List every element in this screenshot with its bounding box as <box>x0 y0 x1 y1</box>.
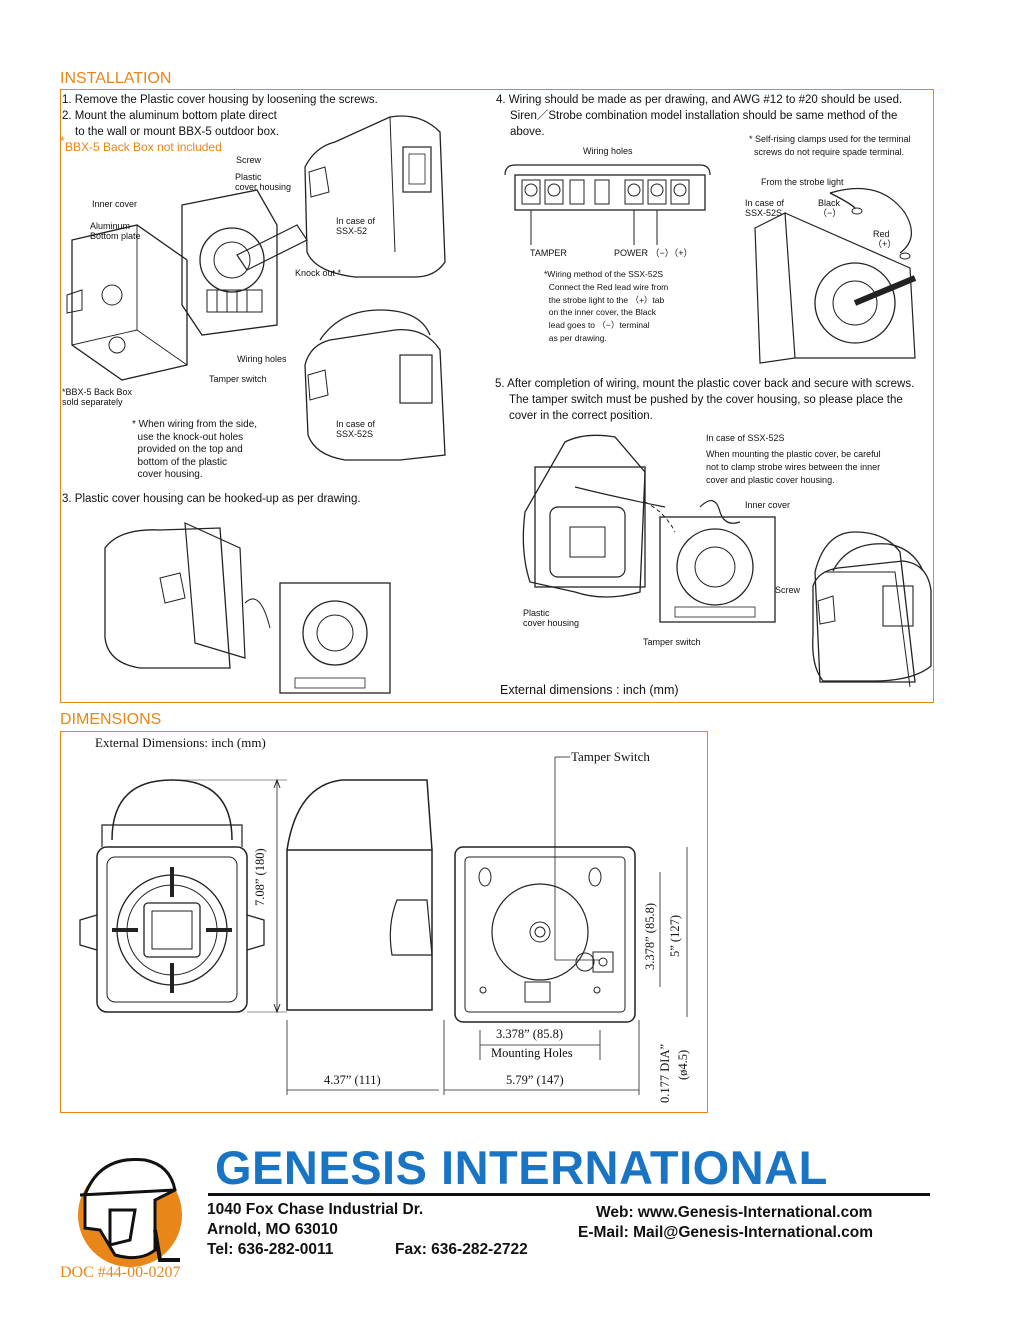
dimensions-header: External Dimensions: inch (mm) <box>95 735 266 750</box>
step5-mount-drawing <box>522 434 916 688</box>
step-4a: 4. Wiring should be made as per drawing,… <box>496 94 903 106</box>
step-5a: 5. After completion of wiring, mount the… <box>495 378 915 390</box>
terminal-wiring-holes: Wiring holes <box>583 146 633 156</box>
label-wiring-holes: Wiring holes <box>237 354 287 364</box>
back-view-drawing <box>454 846 636 1023</box>
installation-box <box>60 89 934 703</box>
dimensions-box <box>60 731 708 1113</box>
company-name: GENESIS INTERNATIONAL <box>215 1141 828 1194</box>
terminal-block-drawing <box>504 164 711 245</box>
step5-housing-drawing <box>812 543 932 682</box>
self-rising-note: * Self-rising clamps used for the termin… <box>749 134 911 157</box>
email-link[interactable]: E-Mail: Mail@Genesis-International.com <box>578 1224 874 1241</box>
label-bbx5-sold: *BBX-5 Back Box sold separately <box>62 387 133 407</box>
step5-tamper-switch: Tamper switch <box>643 637 701 647</box>
step5-in-case: In case of SSX-52S <box>706 433 785 443</box>
address-line-2: Arnold, MO 63010 <box>207 1221 338 1238</box>
step-5b: The tamper switch must be pushed by the … <box>509 394 903 406</box>
label-inner-cover: Inner cover <box>92 199 138 209</box>
dim-height: 7.08” (180) <box>253 848 267 906</box>
bbx-note-mark: * <box>60 134 65 148</box>
step-4b: Siren／Strobe combination model installat… <box>510 110 898 122</box>
external-dimensions-note: External dimensions : inch (mm) <box>500 683 679 697</box>
terminal-tamper: TAMPER <box>530 248 567 258</box>
dim-five: 5” (127) <box>668 915 682 957</box>
cover-housing-drawing-1 <box>304 115 446 278</box>
side-wiring-note: * When wiring from the side, use the kno… <box>132 419 258 480</box>
step-1: 1. Remove the Plastic cover housing by l… <box>62 94 378 106</box>
dim-depth: 4.37” (111) <box>324 1073 381 1087</box>
dim-hole-v: 3.378” (85.8) <box>643 903 657 970</box>
step5-inner-cover: Inner cover <box>745 500 791 510</box>
step-3: 3. Plastic cover housing can be hooked-u… <box>62 493 361 505</box>
strobe-in-case: In case of SSX-52S <box>745 198 785 218</box>
bottom-dim-lines <box>286 1020 640 1095</box>
step-2a: 2. Mount the aluminum bottom plate direc… <box>62 110 277 122</box>
dim-hole-h: 3.378” (85.8) <box>496 1027 563 1041</box>
from-strobe-light: From the strobe light <box>761 177 844 187</box>
strobe-wiring-drawing <box>754 187 917 364</box>
aluminum-plate-drawing <box>66 189 308 381</box>
wiring-method-note: *Wiring method of the SSX-52S Connect th… <box>544 269 669 343</box>
strobe-red: Red （+） <box>873 229 897 249</box>
label-ssx52s: In case of SSX-52S <box>336 419 376 439</box>
step5-screw: Screw <box>775 585 801 595</box>
genesis-logo <box>78 1157 182 1267</box>
installation-title: INSTALLATION <box>60 70 172 87</box>
dimensions-title: DIMENSIONS <box>60 711 162 728</box>
terminal-power: POWER （−）（+） <box>614 248 693 258</box>
tamper-leader <box>554 756 600 961</box>
label-knock-out: Knock out * <box>295 268 342 278</box>
label-screw: Screw <box>236 155 262 165</box>
dim-width: 5.79” (147) <box>506 1073 564 1087</box>
cover-housing-drawing-2 <box>304 309 446 461</box>
bbx-note: BBX-5 Back Box not included <box>65 140 222 154</box>
dim-mounting-holes: Mounting Holes <box>491 1046 573 1060</box>
dim-dia-mm: (ø4.5) <box>676 1049 690 1080</box>
dim-dia: 0.177 DIA” <box>658 1043 672 1103</box>
company-underline <box>208 1193 930 1196</box>
doc-number: DOC #44-00-0207 <box>60 1264 181 1281</box>
strobe-black: Black （−） <box>818 198 842 218</box>
label-ssx52: In case of SSX-52 <box>336 216 376 236</box>
label-plastic-cover-housing: Plastic cover housing <box>235 172 292 192</box>
hooked-housing-drawing <box>104 522 391 694</box>
step5-careful: When mounting the plastic cover, be care… <box>706 449 881 485</box>
step-4c: above. <box>510 126 545 138</box>
step-5c: cover in the correct position. <box>509 410 653 422</box>
address-line-1: 1040 Fox Chase Industrial Dr. <box>207 1201 424 1218</box>
phone: Tel: 636-282-0011 <box>207 1241 334 1258</box>
web-link[interactable]: Web: www.Genesis-International.com <box>596 1204 873 1221</box>
front-view-drawing <box>79 779 287 1013</box>
height-dim-line <box>273 778 281 1014</box>
dim-tamper-switch: Tamper Switch <box>571 749 650 764</box>
side-view-drawing <box>286 779 433 1011</box>
right-dim-lines <box>659 847 688 1017</box>
label-aluminum-plate: Aluminum Bottom plate <box>90 221 141 241</box>
step5-plastic-cover: Plastic cover housing <box>523 608 580 628</box>
label-tamper-switch: Tamper switch <box>209 374 267 384</box>
step-2b-text: to the wall or mount BBX-5 outdoor box. <box>75 126 279 138</box>
step-2b: to the wall or mount BBX-5 outdoor box. <box>75 124 279 140</box>
fax: Fax: 636-282-2722 <box>395 1241 528 1258</box>
